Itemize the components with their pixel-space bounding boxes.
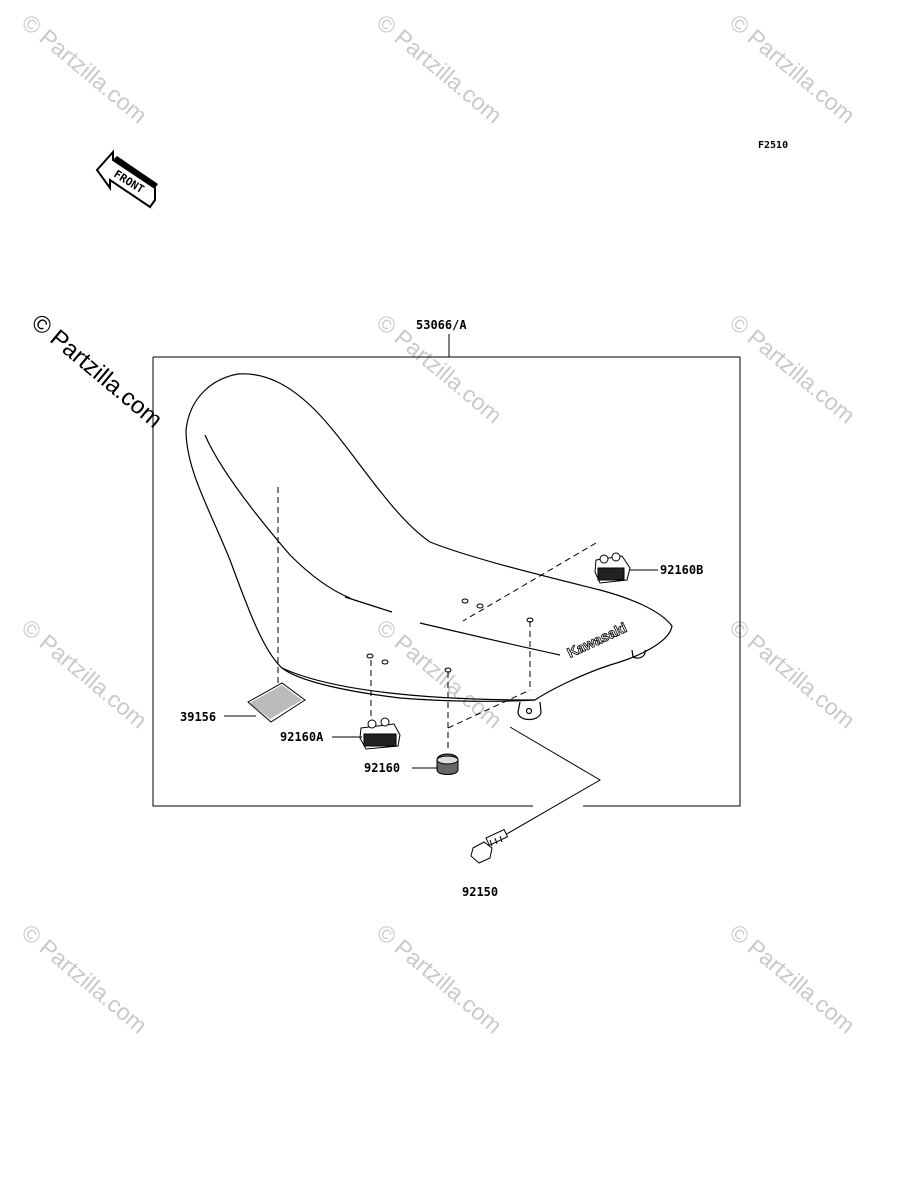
watermark: © Partzilla.com: [17, 919, 152, 1039]
watermark-grid: © Partzilla.com © Partzilla.com © Partzi…: [17, 9, 860, 1039]
part-number-53066a: 53066/A: [416, 318, 467, 332]
damper-a: [332, 717, 401, 750]
front-arrow-icon: FRONT: [95, 149, 158, 210]
watermark: © Partzilla.com: [17, 9, 152, 129]
watermark: © Partzilla.com: [372, 9, 507, 129]
watermark: © Partzilla.com: [17, 614, 152, 734]
bolt-icon: [470, 828, 509, 864]
seat: [185, 373, 673, 721]
damper-b: [594, 552, 658, 584]
part-number-39156: 39156: [180, 710, 216, 724]
part-number-92160a: 92160A: [280, 730, 324, 744]
seat-assembly-box: [152, 334, 741, 807]
damper: [412, 753, 459, 775]
brand-plate: Kawasaki: [564, 619, 630, 661]
label-sticker: [224, 682, 306, 723]
watermark: © Partzilla.com: [372, 614, 507, 734]
watermark: © Partzilla.com: [725, 309, 860, 429]
watermark: © Partzilla.com: [725, 9, 860, 129]
part-number-92150: 92150: [462, 885, 498, 899]
watermark: © Partzilla.com: [725, 614, 860, 734]
brand-logo: Kawasaki: [565, 619, 630, 660]
part-number-92160b: 92160B: [660, 563, 703, 577]
watermark-main: © Partzilla.com: [26, 309, 167, 434]
mount-holes: [366, 598, 534, 673]
guide-lines: [277, 487, 597, 750]
figure-code: F2510: [758, 140, 788, 151]
bolt-leader: [504, 726, 601, 836]
part-number-92160: 92160: [364, 761, 400, 775]
watermark: © Partzilla.com: [372, 919, 507, 1039]
watermark: © Partzilla.com: [725, 919, 860, 1039]
